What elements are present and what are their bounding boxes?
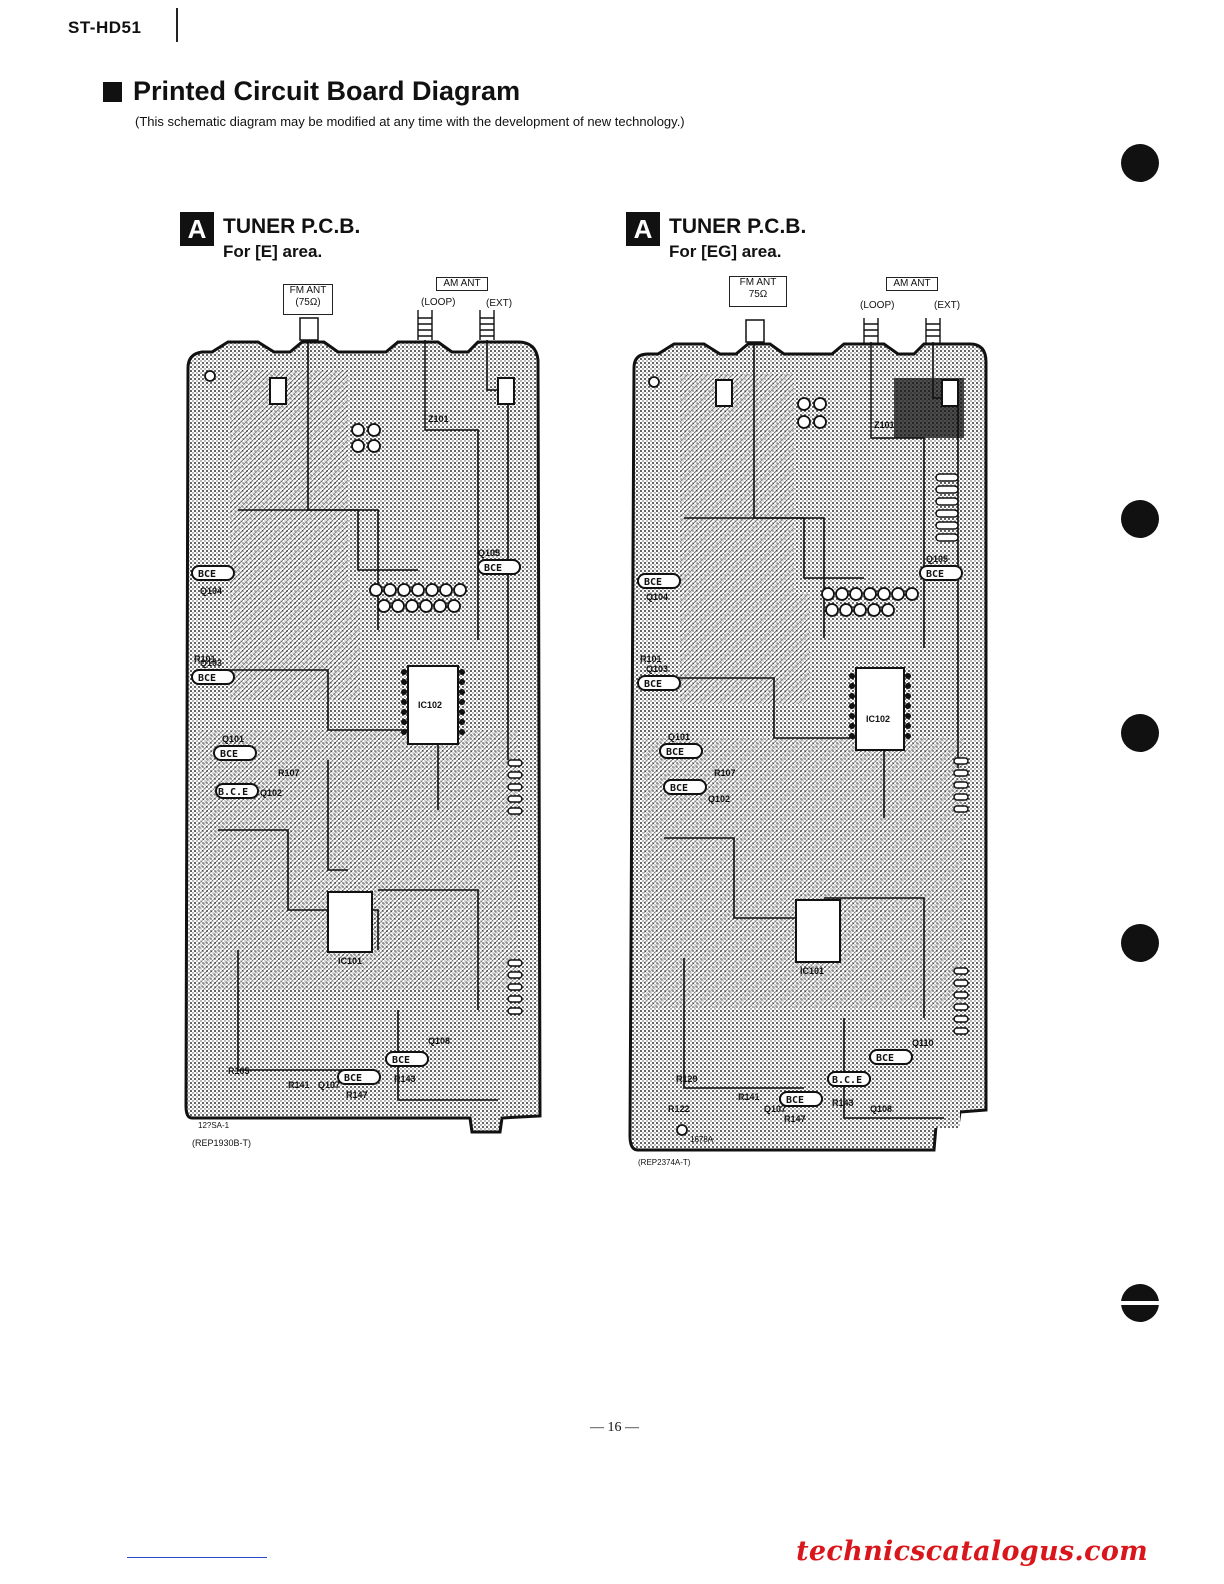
- board-1-transistor-1: BCE: [198, 569, 216, 580]
- board-2-transistor-7: B.C.E: [832, 1075, 862, 1086]
- board-2-label-r107: R107: [714, 768, 736, 778]
- board-2-label-r129: R129: [676, 1074, 698, 1084]
- board-2-badge: A: [626, 212, 660, 246]
- board-2-area: For [EG] area.: [669, 242, 782, 261]
- board-2-label-q101: Q101: [668, 732, 690, 742]
- board-2-fm-ant-text: FM ANT: [739, 277, 777, 288]
- board-2-label-q110: Q110: [912, 1038, 934, 1048]
- header-divider: [176, 8, 178, 42]
- binder-hole-dot: [1121, 144, 1159, 182]
- board-1-label-q107: Q107: [318, 1080, 340, 1090]
- board-2-label-ic101: IC101: [800, 966, 824, 976]
- board-2-label-q107: Q107: [764, 1104, 786, 1114]
- board-1-label-q103: Q103: [200, 658, 222, 668]
- board-1-transistor-4: B.C.E: [218, 787, 248, 798]
- board-2-label-r143: R143: [832, 1098, 854, 1108]
- board-1-badge: A: [180, 212, 214, 246]
- board-1-ext-label: (EXT): [486, 298, 513, 309]
- board-2-transistor-6: BCE: [876, 1053, 894, 1064]
- board-2-label-r122: R122: [668, 1104, 690, 1114]
- board-1-reference: (REP1930B-T): [192, 1138, 252, 1148]
- board-1-mark: 12?SA-1: [198, 1121, 230, 1130]
- board-2-label-ic102: IC102: [866, 714, 890, 724]
- board-1-label-ic101: IC101: [338, 956, 362, 966]
- board-1-label-q102: Q102: [260, 788, 282, 798]
- board-2-label-q108: Q108: [870, 1104, 892, 1114]
- binder-hole-dot: [1121, 714, 1159, 752]
- board-2-transistor-4: BCE: [670, 783, 688, 794]
- board-2-transistor-8: BCE: [786, 1095, 804, 1106]
- binder-hole-dot: [1121, 500, 1159, 538]
- board-2-loop-label: (LOOP): [860, 300, 895, 311]
- board-2-label-r141: R141: [738, 1092, 760, 1102]
- board-1-fm-ant-label: FM ANT (75Ω): [283, 284, 333, 315]
- board-2-label-q103: Q103: [646, 664, 668, 674]
- board-2-transistor-2: BCE: [644, 679, 662, 690]
- board-2-ext-label: (EXT): [934, 300, 961, 311]
- board-1-transistor-6: BCE: [392, 1055, 410, 1066]
- board-2-reference: (REP2374A-T): [638, 1158, 691, 1167]
- board-1-fm-ant-text: FM ANT: [289, 285, 327, 296]
- board-2-mark: 1678A: [690, 1135, 714, 1144]
- board-2-label-q104: Q104: [646, 592, 668, 602]
- section-note: (This schematic diagram may be modified …: [135, 114, 685, 129]
- section-bullet: [103, 82, 122, 102]
- board-1-label-r141: R141: [288, 1080, 310, 1090]
- board-2-pcb-drawing: BCE BCE BCE BCE BCE BCE B.C.E BCE Z101 Q…: [628, 318, 988, 1152]
- board-2-title: TUNER P.C.B.: [669, 215, 807, 238]
- board-2-label-r147: R147: [784, 1114, 806, 1124]
- binder-hole-gap: [1118, 1301, 1162, 1305]
- board-1-fm-ohm-text: (75Ω): [295, 297, 321, 308]
- board-1-transistor-2: BCE: [198, 673, 216, 684]
- watermark-link[interactable]: technicscatalogus.com: [796, 1536, 1148, 1567]
- board-1-title: TUNER P.C.B.: [223, 215, 361, 238]
- board-1-loop-label: (LOOP): [421, 297, 456, 308]
- board-2-label-r101: R101: [640, 654, 662, 664]
- board-1-label-ic102: IC102: [418, 700, 442, 710]
- model-number: ST-HD51: [68, 18, 142, 37]
- board-1-transistor-3: BCE: [220, 749, 238, 760]
- board-1-label-r101: R101: [194, 654, 216, 664]
- board-1-transistor-5: BCE: [484, 563, 502, 574]
- board-1-pcb-drawing: BCE BCE BCE B.C.E BCE BCE BCE Z101 Q105 …: [184, 310, 542, 1134]
- board-1-label-r143: R143: [394, 1074, 416, 1084]
- board-2-fm-ant-label: FM ANT 75Ω: [729, 276, 787, 307]
- board-1-label-r129: R105: [228, 1066, 250, 1076]
- board-2-label-q102: Q102: [708, 794, 730, 804]
- page-number: — 16 —: [590, 1420, 639, 1435]
- board-2-transistor-3: BCE: [666, 747, 684, 758]
- board-2-label-q105: Q105: [926, 554, 948, 564]
- binder-hole-dot: [1121, 924, 1159, 962]
- board-1-transistor-7: BCE: [344, 1073, 362, 1084]
- board-2-fm-ohm-text: 75Ω: [748, 289, 768, 300]
- board-1-label-q101: Q101: [222, 734, 244, 744]
- board-1-am-ant-label: AM ANT: [436, 277, 488, 291]
- board-2-am-ant-label: AM ANT: [886, 277, 938, 291]
- footer-rule: [127, 1557, 267, 1558]
- board-1-label-q108: Q108: [428, 1036, 450, 1046]
- board-1-label-q105: Q105: [478, 548, 500, 558]
- board-2-transistor-1: BCE: [644, 577, 662, 588]
- board-2-label-z101: Z101: [874, 420, 895, 430]
- board-1-area: For [E] area.: [223, 242, 323, 261]
- board-2-transistor-5: BCE: [926, 569, 944, 580]
- section-title: Printed Circuit Board Diagram: [133, 76, 521, 106]
- board-1-label-z101: Z101: [428, 414, 449, 424]
- board-1-label-q104: Q104: [200, 586, 222, 596]
- board-1-label-r147: R147: [346, 1090, 368, 1100]
- board-1-label-r107: R107: [278, 768, 300, 778]
